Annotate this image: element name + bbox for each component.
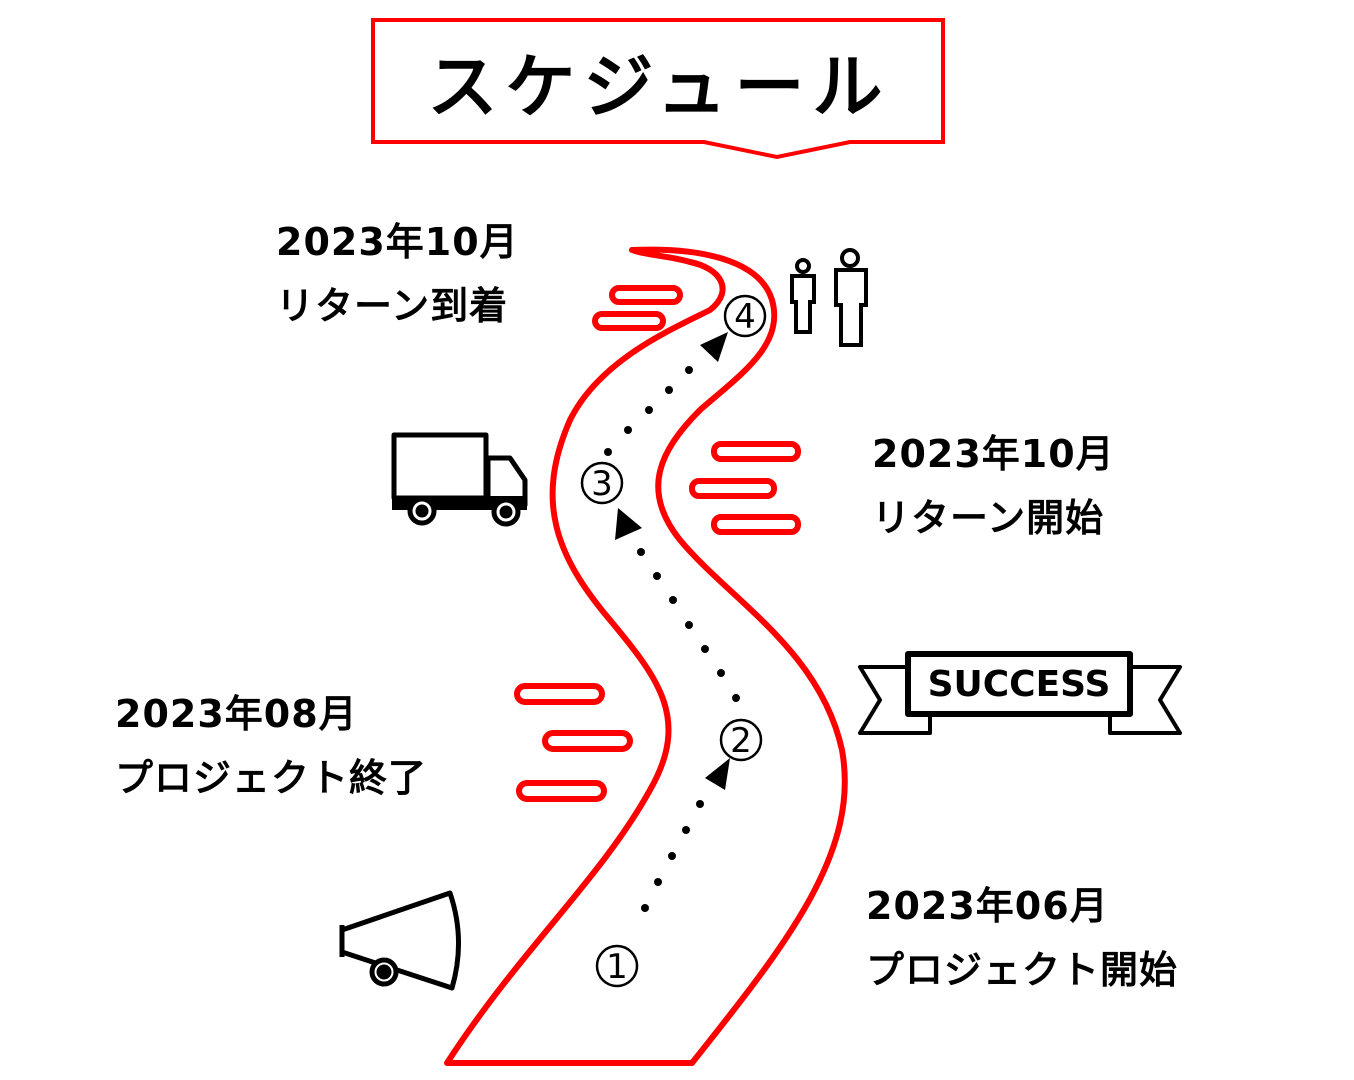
milestone-date: 2023年06月 <box>866 884 1109 928</box>
step-1: 1 <box>606 947 628 987</box>
milestone-event: リターン開始 <box>872 496 1105 540</box>
arrow-icon <box>615 508 642 540</box>
milestone-event: リターン到着 <box>276 284 509 328</box>
people-icon <box>790 248 868 347</box>
milestone-4: 2023年10月 リターン到着 <box>276 210 519 338</box>
arrow-icon <box>700 332 728 362</box>
milestone-date: 2023年08月 <box>115 692 358 736</box>
success-banner-text: SUCCESS <box>927 663 1111 705</box>
milestone-2: 2023年08月 プロジェクト終了 <box>115 682 427 810</box>
road <box>444 246 848 1066</box>
speed-bars <box>514 285 801 802</box>
success-ribbon-icon <box>858 651 1182 735</box>
page-title: スケジュール <box>427 45 891 128</box>
step-markers: 1 2 3 4 <box>580 294 767 988</box>
title-box <box>371 18 945 160</box>
milestone-3: 2023年10月 リターン開始 <box>872 422 1115 550</box>
arrow-icon <box>705 758 730 790</box>
milestone-event: プロジェクト開始 <box>866 948 1179 992</box>
milestone-1: 2023年06月 プロジェクト開始 <box>866 874 1178 1002</box>
progress-dots <box>604 366 740 912</box>
step-3: 3 <box>591 464 613 504</box>
milestone-date: 2023年10月 <box>276 220 519 264</box>
milestone-event: プロジェクト終了 <box>115 756 428 800</box>
truck-icon <box>391 432 528 527</box>
milestone-date: 2023年10月 <box>872 432 1115 476</box>
step-4: 4 <box>734 297 756 337</box>
step-2: 2 <box>730 721 752 761</box>
megaphone-icon <box>339 890 461 991</box>
arrow-heads <box>615 332 730 790</box>
